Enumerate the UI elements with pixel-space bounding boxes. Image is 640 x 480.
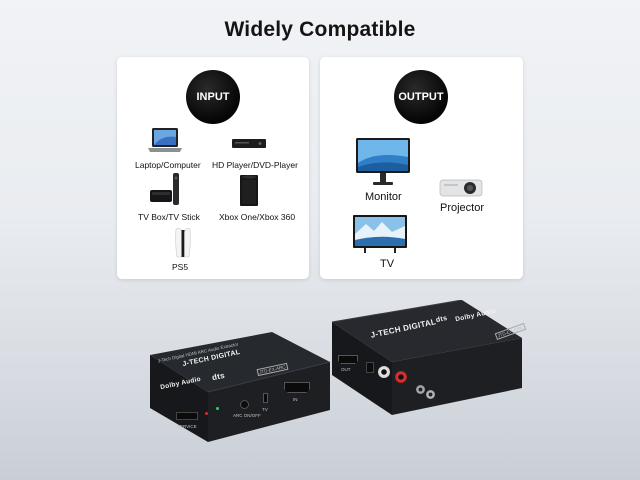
optical-port xyxy=(366,362,374,373)
input-label-laptop: Laptop/Computer xyxy=(135,160,201,170)
service-usb-port xyxy=(176,412,198,420)
in-label: IN xyxy=(293,397,298,402)
dvd-player-icon xyxy=(232,139,266,148)
output-label-monitor: Monitor xyxy=(365,191,402,203)
hdmi-out-port xyxy=(338,355,358,364)
service-label: SERVICE xyxy=(177,424,197,429)
laptop-icon xyxy=(148,128,182,152)
mode-switch[interactable] xyxy=(263,393,268,403)
input-panel: INPUT Laptop/Computer HD Player/DVD-Play… xyxy=(117,57,309,279)
dc-power-jack-icon xyxy=(426,390,435,399)
monitor-icon xyxy=(356,138,410,185)
tv-label: TV xyxy=(262,407,268,412)
output-label-projector: Projector xyxy=(440,202,485,214)
projector-icon xyxy=(439,179,483,197)
input-label-tvbox: TV Box/TV Stick xyxy=(138,212,200,222)
page-title: Widely Compatible xyxy=(224,18,416,41)
arc-toggle-button[interactable] xyxy=(240,400,249,409)
rca-red-jack-icon xyxy=(395,371,407,383)
input-label-xbox: Xbox One/Xbox 360 xyxy=(219,212,296,222)
ps5-console-icon xyxy=(175,228,191,258)
out-label: OUT xyxy=(341,367,351,372)
xbox-console-icon xyxy=(240,175,258,206)
output-badge: OUTPUT xyxy=(394,70,448,124)
input-label-dvd: HD Player/DVD-Player xyxy=(212,160,298,170)
arc-on-off-label: ARC ON/OFF xyxy=(233,413,261,418)
output-label-tv: TV xyxy=(380,258,395,270)
tv-icon xyxy=(353,215,407,253)
tv-box-icon xyxy=(150,173,179,205)
rca-white-jack-icon xyxy=(378,366,390,378)
input-label-ps5: PS5 xyxy=(172,262,189,272)
hdmi-in-port xyxy=(284,382,310,393)
audio-3-5mm-jack-icon xyxy=(416,385,425,394)
power-led-icon xyxy=(205,412,208,415)
input-badge: INPUT xyxy=(186,70,240,124)
status-led-icon xyxy=(216,407,219,410)
output-panel: OUTPUT Monitor Projector TV xyxy=(320,57,523,279)
